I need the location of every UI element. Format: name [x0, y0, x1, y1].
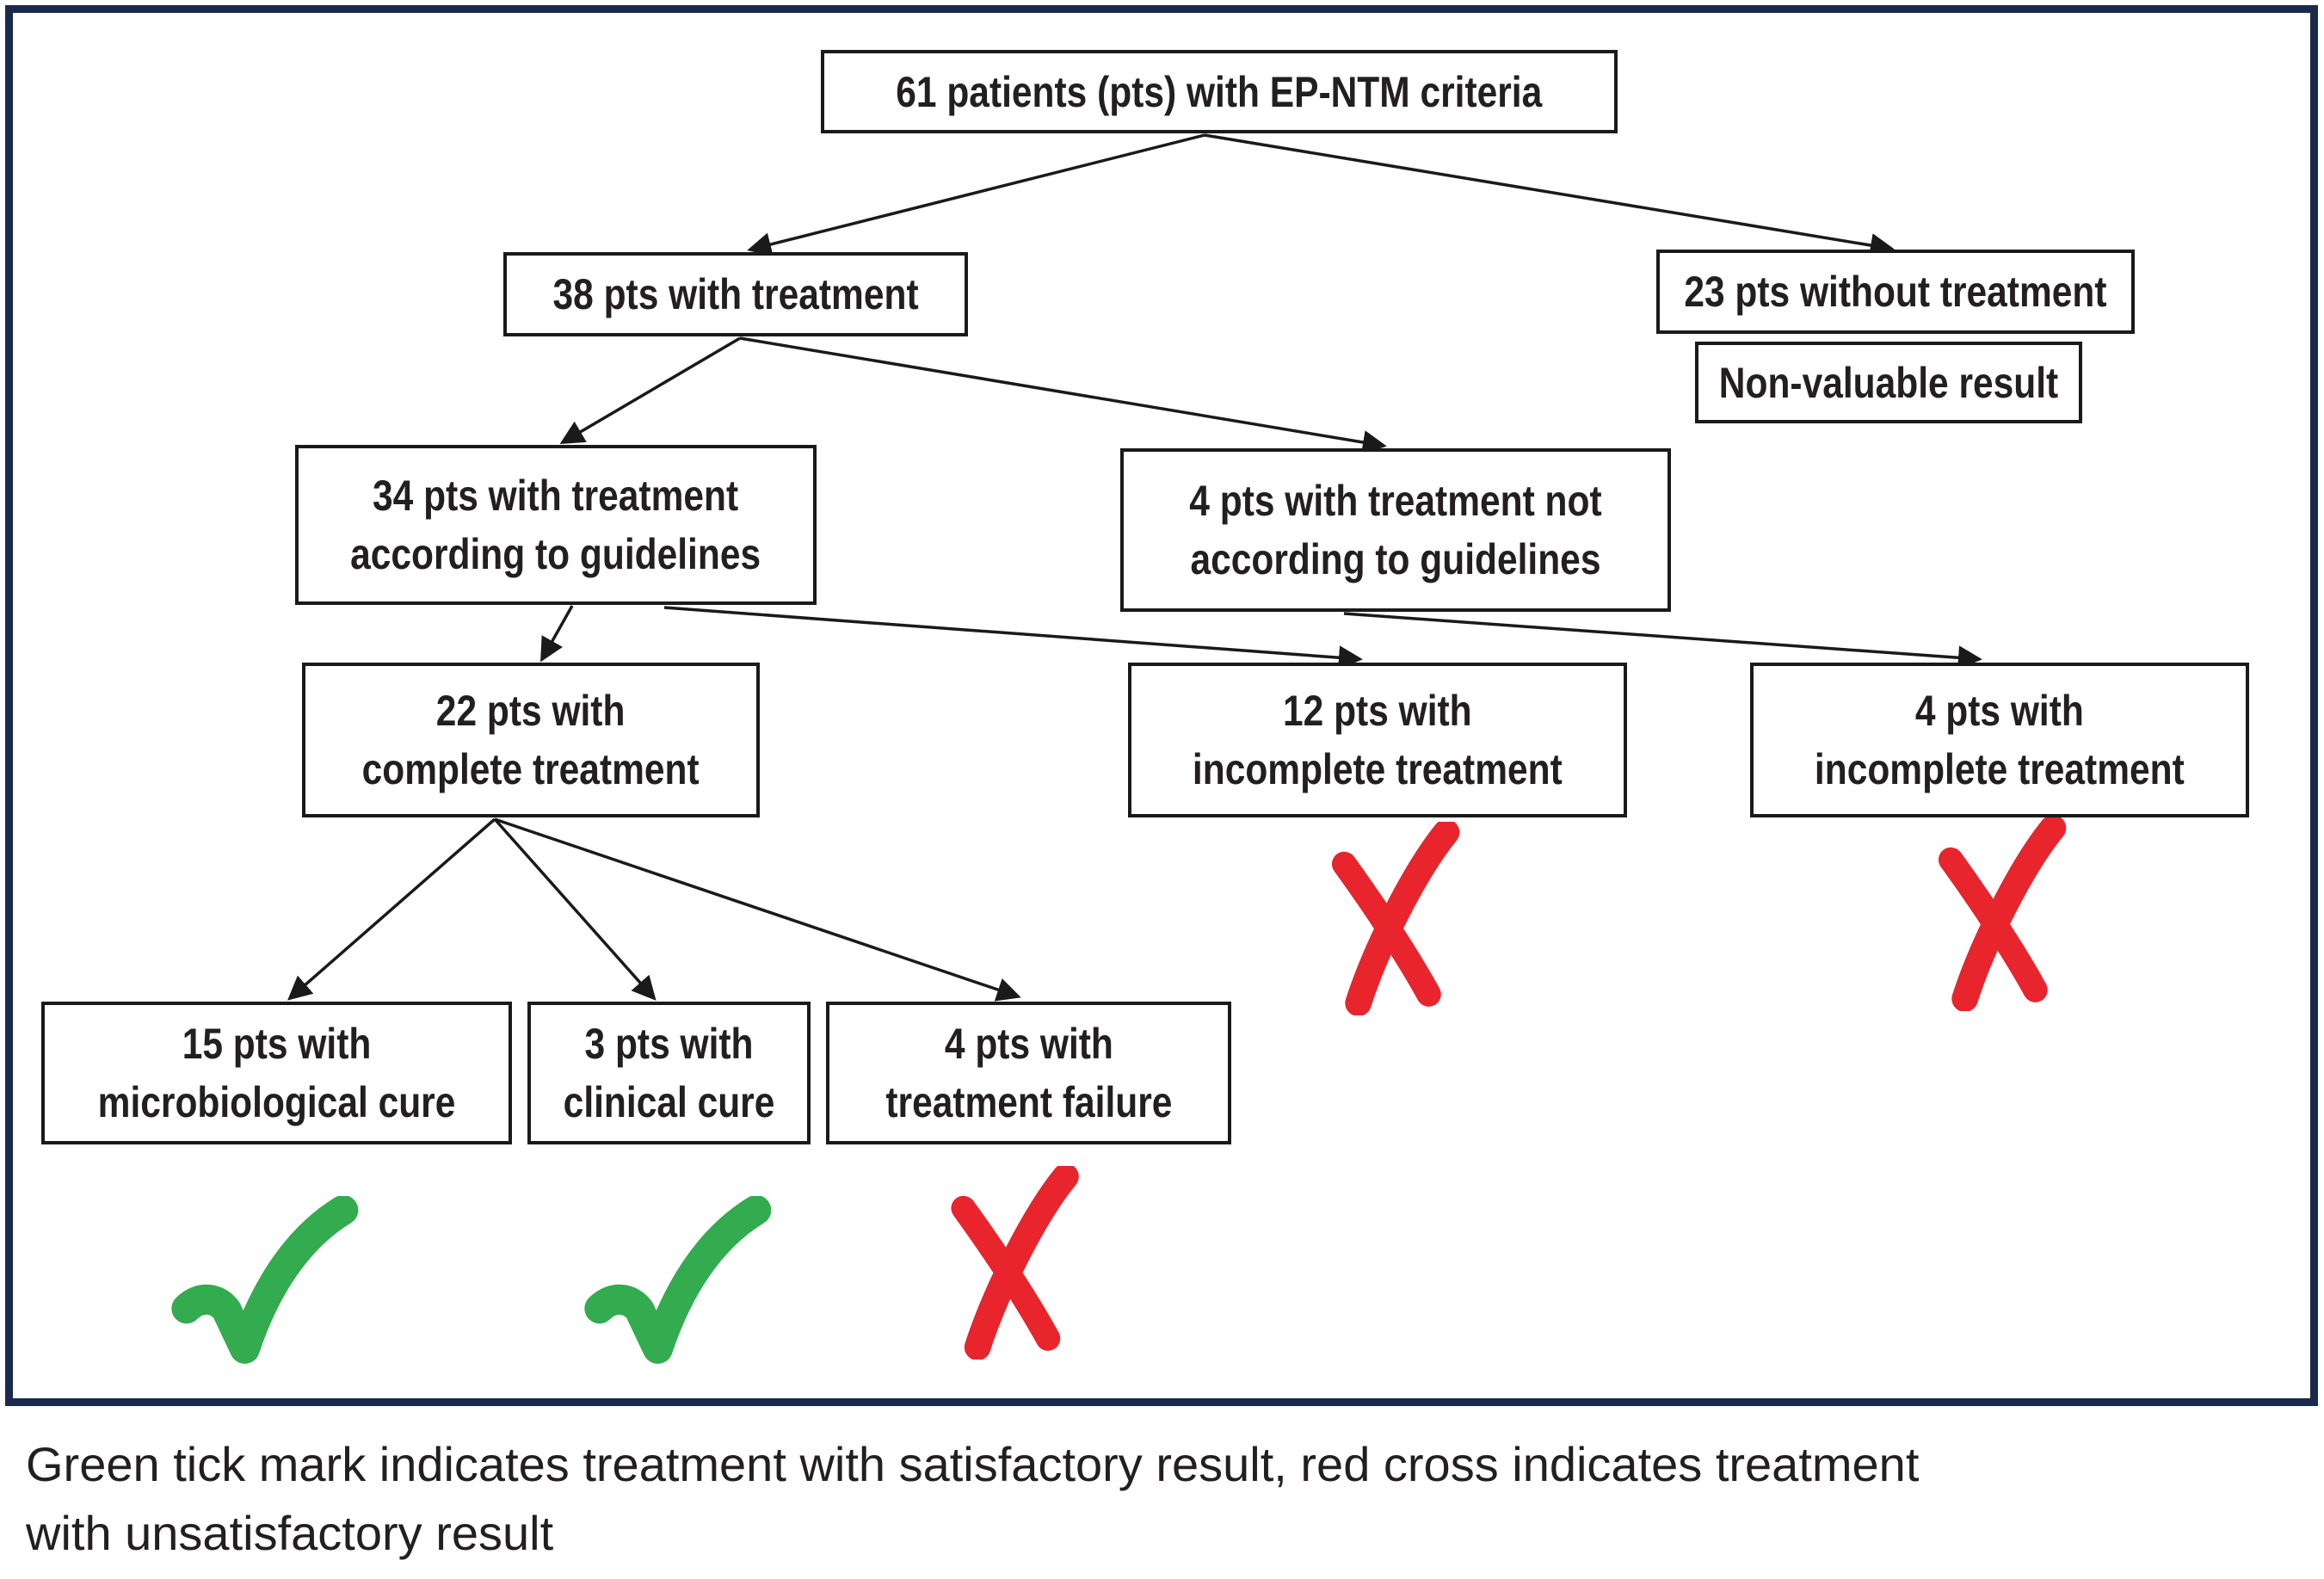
node-label: 4 pts with treatment failure	[885, 1015, 1172, 1132]
node-label: 12 pts with incomplete treatment	[1193, 682, 1563, 799]
node-38-with-treatment: 38 pts with treatment	[503, 252, 968, 336]
node-label-line: 4 pts with	[1914, 687, 2084, 735]
node-label-line: complete treatment	[361, 745, 700, 793]
node-label-line: according to guidelines	[1190, 535, 1601, 583]
check-icon	[584, 1196, 772, 1364]
node-label: 23 pts without treatment	[1684, 268, 2107, 316]
node-4-incomplete-treatment: 4 pts with incomplete treatment	[1750, 663, 2249, 817]
caption-line: Green tick mark indicates treatment with…	[26, 1437, 1920, 1491]
node-label: 4 pts with incomplete treatment	[1815, 682, 2185, 799]
check-icon	[171, 1196, 359, 1364]
node-12-incomplete-treatment: 12 pts with incomplete treatment	[1128, 663, 1627, 817]
node-label-line: 15 pts with	[182, 1020, 372, 1068]
node-15-microbiological-cure: 15 pts with microbiological cure	[41, 1002, 512, 1144]
node-label: 15 pts with microbiological cure	[98, 1015, 456, 1132]
caption-line: with unsatisfactory result	[26, 1506, 554, 1560]
node-label-line: treatment failure	[885, 1078, 1173, 1126]
cross-icon	[1938, 817, 2067, 1011]
node-label-line: 3 pts with	[584, 1020, 754, 1068]
node-label-line: 4 pts with treatment not	[1189, 477, 1602, 525]
node-label: 61 patients (pts) with EP-NTM criteria	[896, 67, 1543, 116]
node-22-complete-treatment: 22 pts with complete treatment	[302, 663, 760, 817]
node-label-line: 12 pts with	[1283, 687, 1472, 735]
node-label: Non-valuable result	[1718, 358, 2059, 407]
node-label: 34 pts with treatment according to guide…	[350, 466, 761, 583]
node-label-line: according to guidelines	[350, 530, 761, 578]
node-label-line: 34 pts with treatment	[373, 472, 739, 520]
node-label-line: microbiological cure	[97, 1078, 456, 1126]
node-label-line: 22 pts with	[436, 687, 626, 735]
figure-caption: Green tick mark indicates treatment with…	[26, 1430, 2315, 1568]
cross-icon	[1331, 822, 1460, 1015]
node-label: 4 pts with treatment not according to gu…	[1189, 472, 1601, 589]
node-label: 38 pts with treatment	[552, 270, 919, 318]
node-23-without-treatment: 23 pts without treatment	[1656, 250, 2135, 334]
node-4-treatment-failure: 4 pts with treatment failure	[826, 1002, 1231, 1144]
node-4-not-per-guidelines: 4 pts with treatment not according to gu…	[1120, 448, 1671, 612]
node-3-clinical-cure: 3 pts with clinical cure	[527, 1002, 811, 1144]
node-label-line: clinical cure	[563, 1078, 775, 1126]
node-61-patients: 61 patients (pts) with EP-NTM criteria	[821, 50, 1618, 133]
node-label: 3 pts with clinical cure	[564, 1015, 775, 1132]
node-label-line: incomplete treatment	[1193, 745, 1563, 793]
node-34-per-guidelines: 34 pts with treatment according to guide…	[295, 445, 817, 605]
node-non-valuable-result: Non-valuable result	[1695, 342, 2082, 423]
node-label: 22 pts with complete treatment	[362, 682, 700, 799]
node-label-line: incomplete treatment	[1815, 745, 2185, 793]
cross-icon	[951, 1166, 1079, 1360]
node-label-line: 4 pts with	[944, 1020, 1113, 1068]
